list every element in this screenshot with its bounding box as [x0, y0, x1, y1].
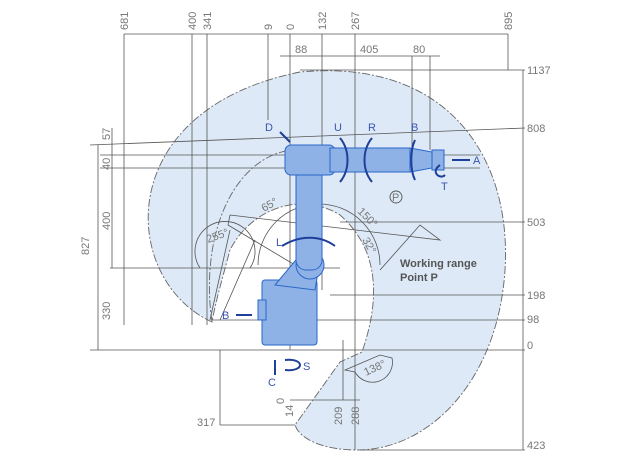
dim-left-330: 330	[101, 302, 113, 320]
axis-label-u: U	[334, 122, 342, 134]
dim-bottom-14: 14	[284, 405, 296, 417]
point-p-label: P	[392, 192, 399, 204]
dim-top-341: 341	[202, 12, 214, 30]
dim-bottom-317: 317	[197, 417, 215, 429]
dim-bottom-0: 0	[275, 398, 287, 404]
legend-working-range: Working range	[400, 258, 477, 270]
dim-bottom-288: 288	[350, 407, 362, 425]
dim-top-400: 400	[187, 12, 199, 30]
dim-right-808: 808	[527, 123, 545, 135]
dim-top-895: 895	[503, 12, 515, 30]
axis-label-b-top: B	[411, 122, 418, 134]
dim-left-827: 827	[80, 237, 92, 255]
dim-bottom-209: 209	[333, 407, 345, 425]
dim-405: 405	[360, 44, 378, 56]
dim-left-40: 40	[101, 158, 113, 170]
point-p-marker	[389, 190, 403, 204]
dim-top-0: 0	[285, 24, 297, 30]
axis-label-b-base: B	[222, 310, 229, 322]
dim-right-98: 98	[527, 314, 539, 326]
dim-right-198: 198	[527, 290, 545, 302]
dim-right-503: 503	[527, 217, 545, 229]
dim-left-400: 400	[101, 212, 113, 230]
axis-label-a: A	[473, 155, 481, 167]
axis-label-s: S	[303, 361, 310, 373]
axis-label-c: C	[268, 377, 276, 389]
axis-label-d: D	[265, 122, 273, 134]
axis-label-r: R	[368, 122, 376, 134]
dim-88: 88	[295, 44, 307, 56]
dim-top-132: 132	[317, 12, 329, 30]
dim-top-9: 9	[263, 24, 275, 30]
dim-top-681: 681	[119, 12, 131, 30]
legend-point-p: Point P	[400, 272, 438, 284]
dim-right-423: 423	[527, 440, 545, 452]
dim-right-0: 0	[527, 340, 533, 352]
dim-left-57: 57	[101, 128, 113, 140]
robot	[257, 144, 445, 346]
axis-label-l: L	[276, 237, 282, 249]
motion-arrows	[236, 131, 470, 375]
axis-label-t: T	[441, 181, 448, 193]
dim-top-267: 267	[350, 12, 362, 30]
dim-right-1137: 1137	[527, 65, 551, 77]
dim-80: 80	[413, 44, 425, 56]
